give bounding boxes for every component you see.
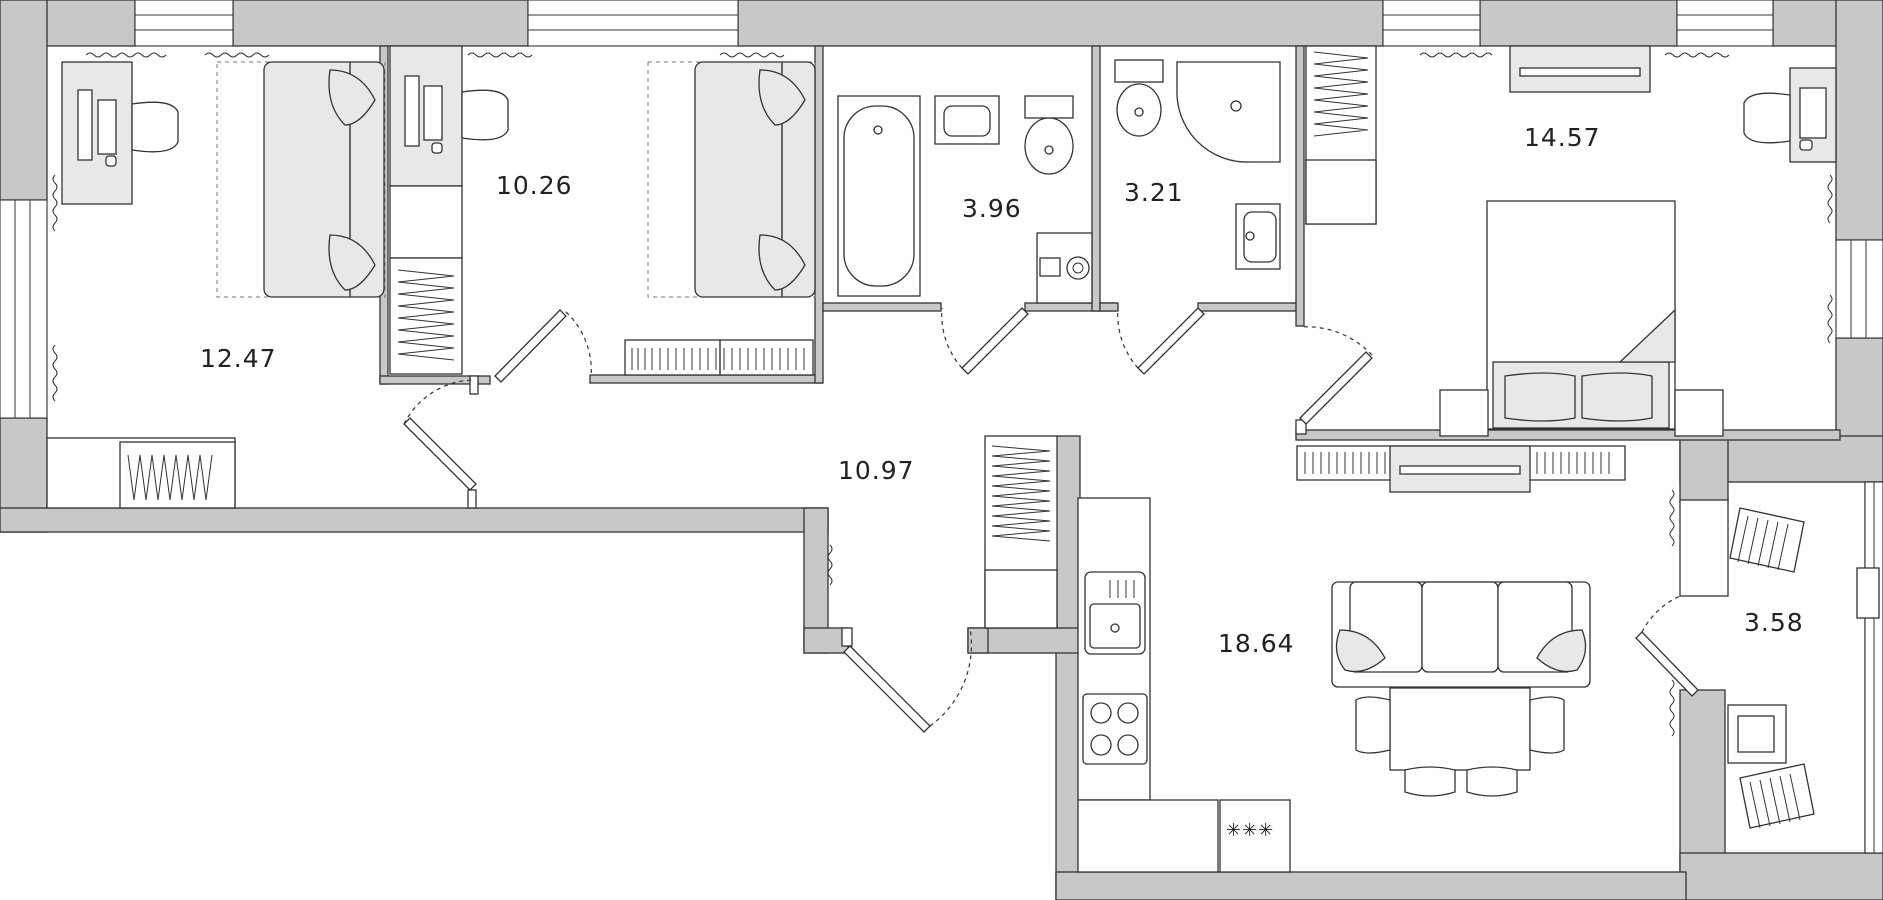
area-label-bathroom: 3.96	[962, 194, 1022, 223]
area-label-bedroom-middle: 10.26	[496, 171, 573, 200]
stove-symbol: ✳✳✳	[1226, 820, 1274, 841]
middle-bedroom-furniture	[389, 45, 816, 376]
bathroom-fixtures	[837, 95, 1093, 304]
radiators	[52, 52, 1833, 737]
area-label-toilet: 3.21	[1124, 178, 1184, 207]
living-furniture	[1331, 581, 1591, 797]
hallway-furniture	[984, 435, 1058, 629]
left-bedroom-furniture	[46, 61, 386, 509]
area-labels: 12.47 10.26 3.96 3.21 14.57 10.97 18.64 …	[200, 123, 1804, 658]
area-label-living-kitchen: 18.64	[1218, 629, 1295, 658]
area-label-balcony: 3.58	[1744, 608, 1804, 637]
balcony-furniture	[1679, 499, 1815, 829]
toilet-fixtures	[1114, 59, 1281, 270]
area-label-bedroom-right: 14.57	[1524, 123, 1601, 152]
kitchen-fixtures: ✳✳✳	[1077, 497, 1291, 873]
doors	[403, 307, 1699, 733]
windows	[0, 0, 1883, 854]
right-bedroom-furniture	[1296, 45, 1837, 493]
area-label-hallway: 10.97	[838, 456, 915, 485]
area-label-bedroom-left: 12.47	[200, 344, 277, 373]
